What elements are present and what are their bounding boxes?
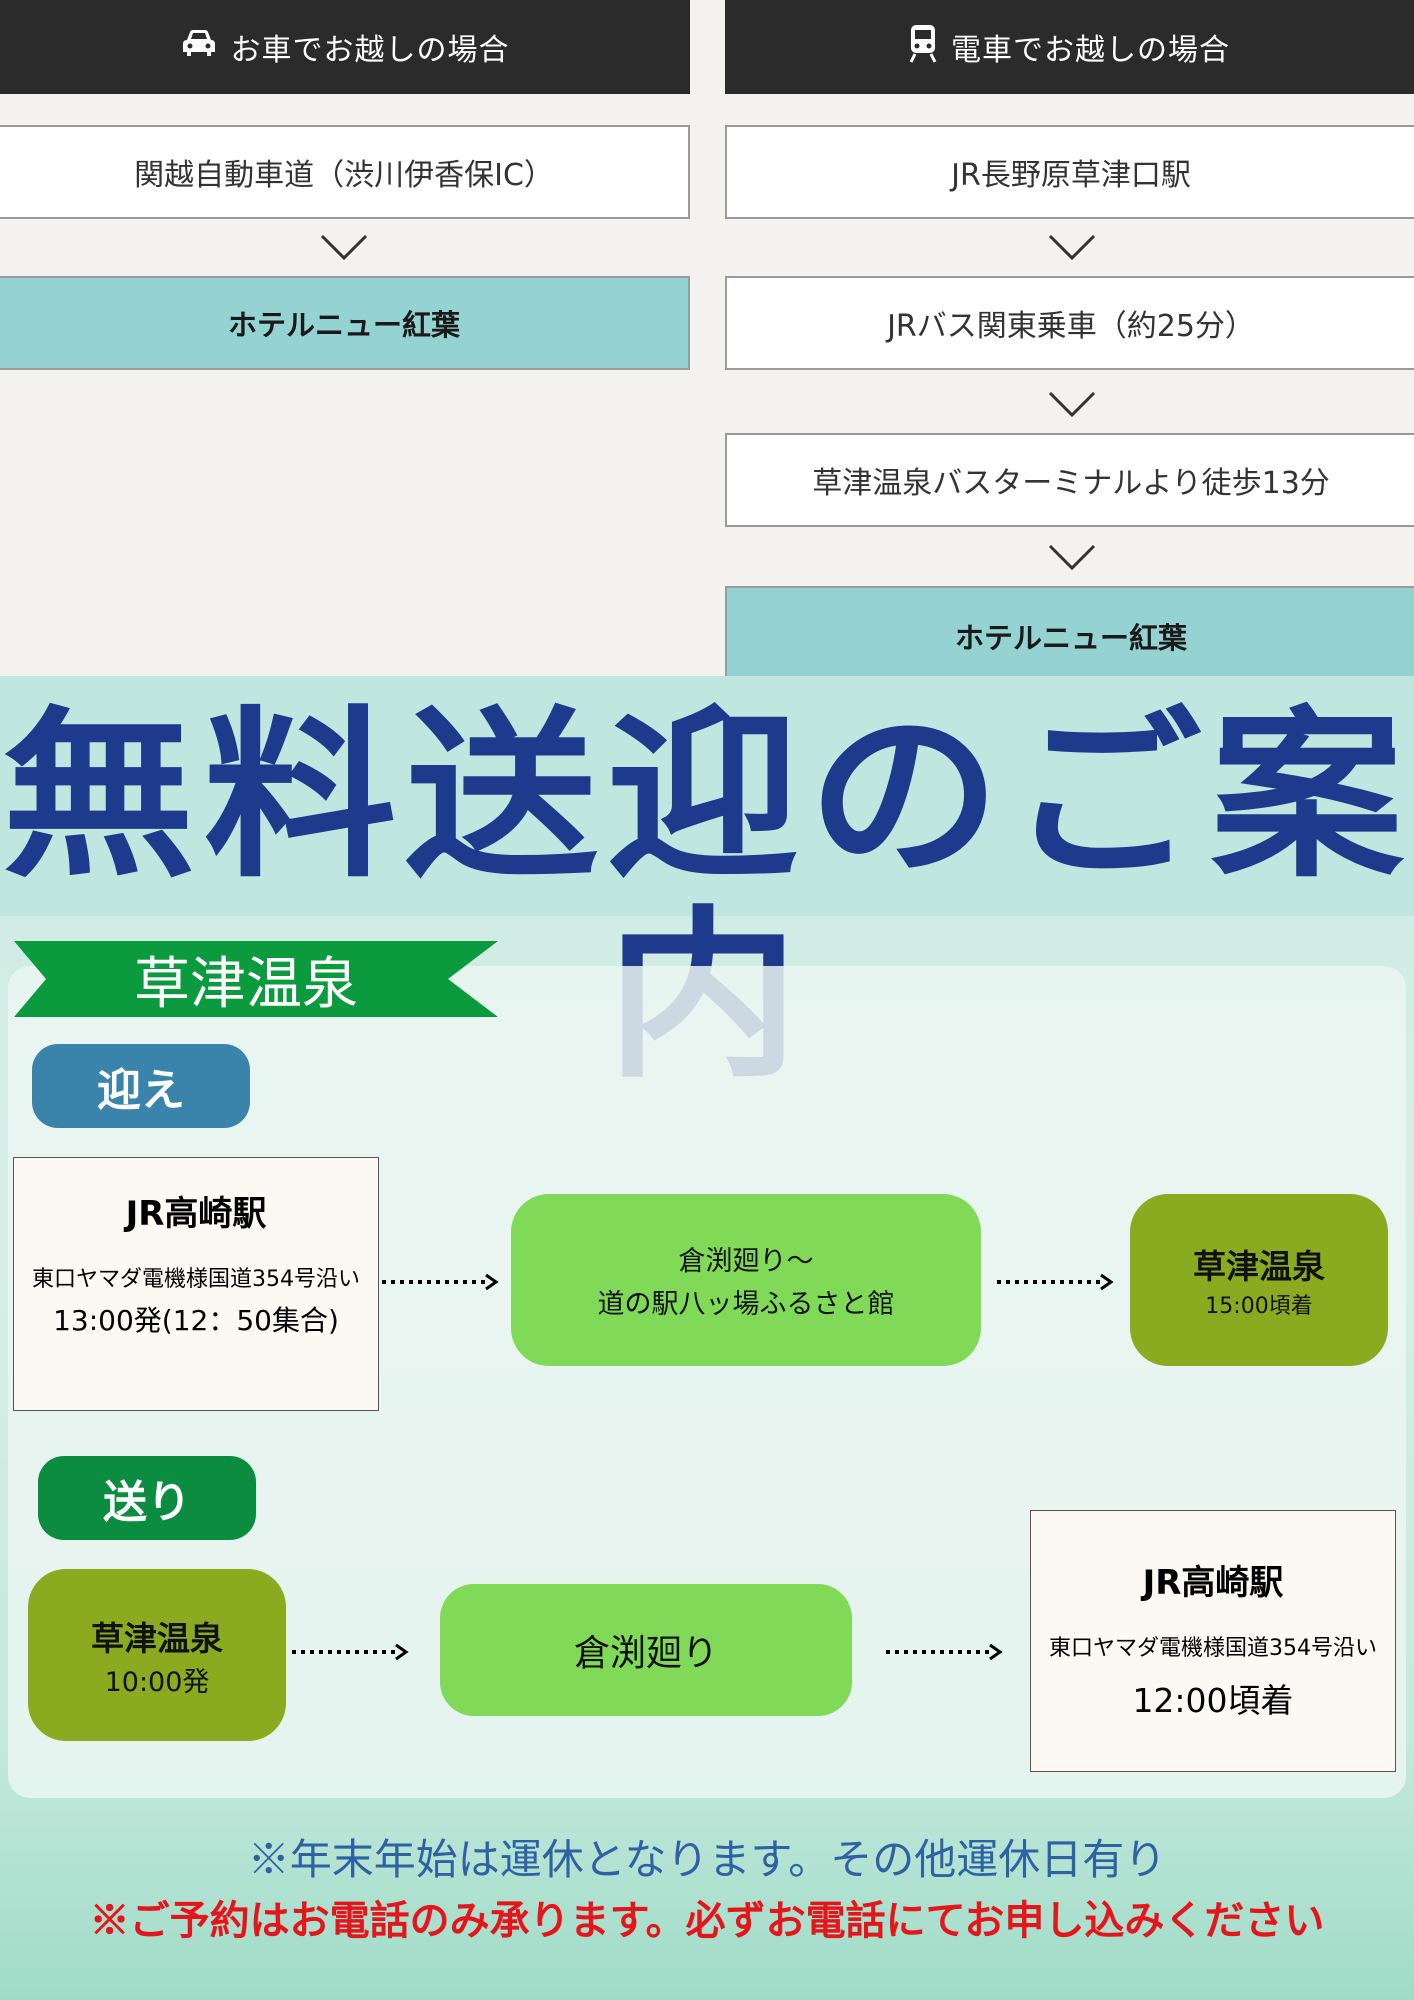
route-step-text: ホテルニュー紅葉: [227, 308, 460, 342]
chevron-down-icon: [1048, 391, 1096, 418]
route-step-text: JR長野原草津口駅: [951, 158, 1191, 193]
dropoff-destination-card: JR高崎駅 東口ヤマダ電機様国道354号沿い 12:00頃着: [1030, 1510, 1396, 1772]
train-access-title: 電車でお越しの場合: [951, 33, 1230, 68]
train-icon: [909, 23, 937, 71]
chevron-down-icon: [1048, 234, 1096, 261]
route-step-bus: JRバス関東乗車（約25分）: [725, 276, 1414, 370]
access-section: お車でお越しの場合 関越自動車道（渋川伊香保IC） ホテルニュー紅葉 電車でお越…: [0, 0, 1414, 686]
dropoff-label: 送り: [38, 1456, 256, 1540]
area-title: 草津温泉: [134, 951, 358, 1017]
station-name: JR高崎駅: [125, 1194, 267, 1234]
route-step-text: JRバス関東乗車（約25分）: [887, 309, 1255, 344]
origin-name: 草津温泉: [91, 1618, 223, 1658]
route-step-text: ホテルニュー紅葉: [954, 621, 1187, 655]
dotted-arrow-icon: [997, 1273, 1114, 1291]
shuttle-banner: [0, 676, 1414, 916]
chevron-down-icon: [1048, 544, 1096, 571]
route-step-text: 草津温泉バスターミナルより徒歩13分: [812, 466, 1330, 501]
pickup-origin-card: JR高崎駅 東口ヤマダ電機様国道354号沿い 13:00発(12：50集合): [13, 1157, 379, 1411]
train-access-header: 電車でお越しの場合: [725, 0, 1414, 94]
station-name: JR高崎駅: [1142, 1563, 1284, 1603]
route-step-highway: 関越自動車道（渋川伊香保IC）: [0, 125, 690, 219]
departure-time: 10:00発: [104, 1666, 210, 1698]
dotted-arrow-icon: [886, 1643, 1003, 1661]
route-via-line1: 倉渕廻り～: [678, 1246, 814, 1277]
route-via-line1: 倉渕廻り: [573, 1633, 718, 1674]
chevron-down-icon: [320, 234, 368, 261]
route-step-station: JR長野原草津口駅: [725, 125, 1414, 219]
dropoff-origin-card: 草津温泉 10:00発: [28, 1569, 286, 1741]
car-access-header: お車でお越しの場合: [0, 0, 690, 94]
dotted-arrow-icon: [292, 1643, 409, 1661]
departure-time: 13:00発(12：50集合): [53, 1304, 339, 1337]
shuttle-section: 無料送迎のご案内 草津温泉 迎え JR高崎駅 東口ヤマダ電機様国道354号沿い …: [0, 676, 1414, 2000]
arrival-time: 12:00頃着: [1132, 1681, 1294, 1720]
station-address: 東口ヤマダ電機様国道354号沿い: [1049, 1636, 1377, 1661]
route-via-line2: 道の駅八ッ場ふるさと館: [597, 1289, 895, 1320]
dotted-arrow-icon: [382, 1273, 499, 1291]
pickup-destination-card: 草津温泉 15:00頃着: [1130, 1194, 1388, 1366]
route-step-hotel: ホテルニュー紅葉: [725, 586, 1414, 686]
reservation-note: ※ご予約はお電話のみ承ります。必ずお電話にてお申し込みください: [89, 1897, 1325, 1944]
dropoff-route-card: 倉渕廻り: [440, 1584, 852, 1716]
service-note: ※年末年始は運休となります。その他運休日有り: [247, 1835, 1167, 1884]
route-step-hotel: ホテルニュー紅葉: [0, 276, 690, 370]
area-ribbon: [14, 941, 498, 1017]
route-step-walk: 草津温泉バスターミナルより徒歩13分: [725, 433, 1414, 527]
dropoff-label-text: 送り: [103, 1477, 191, 1528]
destination-name: 草津温泉: [1193, 1247, 1325, 1286]
pickup-route-card: 倉渕廻り～ 道の駅八ッ場ふるさと館: [511, 1194, 981, 1366]
pickup-label: 迎え: [32, 1044, 250, 1128]
car-icon: [181, 28, 217, 66]
route-step-text: 関越自動車道（渋川伊香保IC）: [134, 158, 554, 193]
station-address: 東口ヤマダ電機様国道354号沿い: [32, 1267, 360, 1292]
arrival-time: 15:00頃着: [1205, 1294, 1313, 1319]
car-access-title: お車でお越しの場合: [230, 33, 510, 68]
pickup-label-text: 迎え: [97, 1065, 185, 1116]
